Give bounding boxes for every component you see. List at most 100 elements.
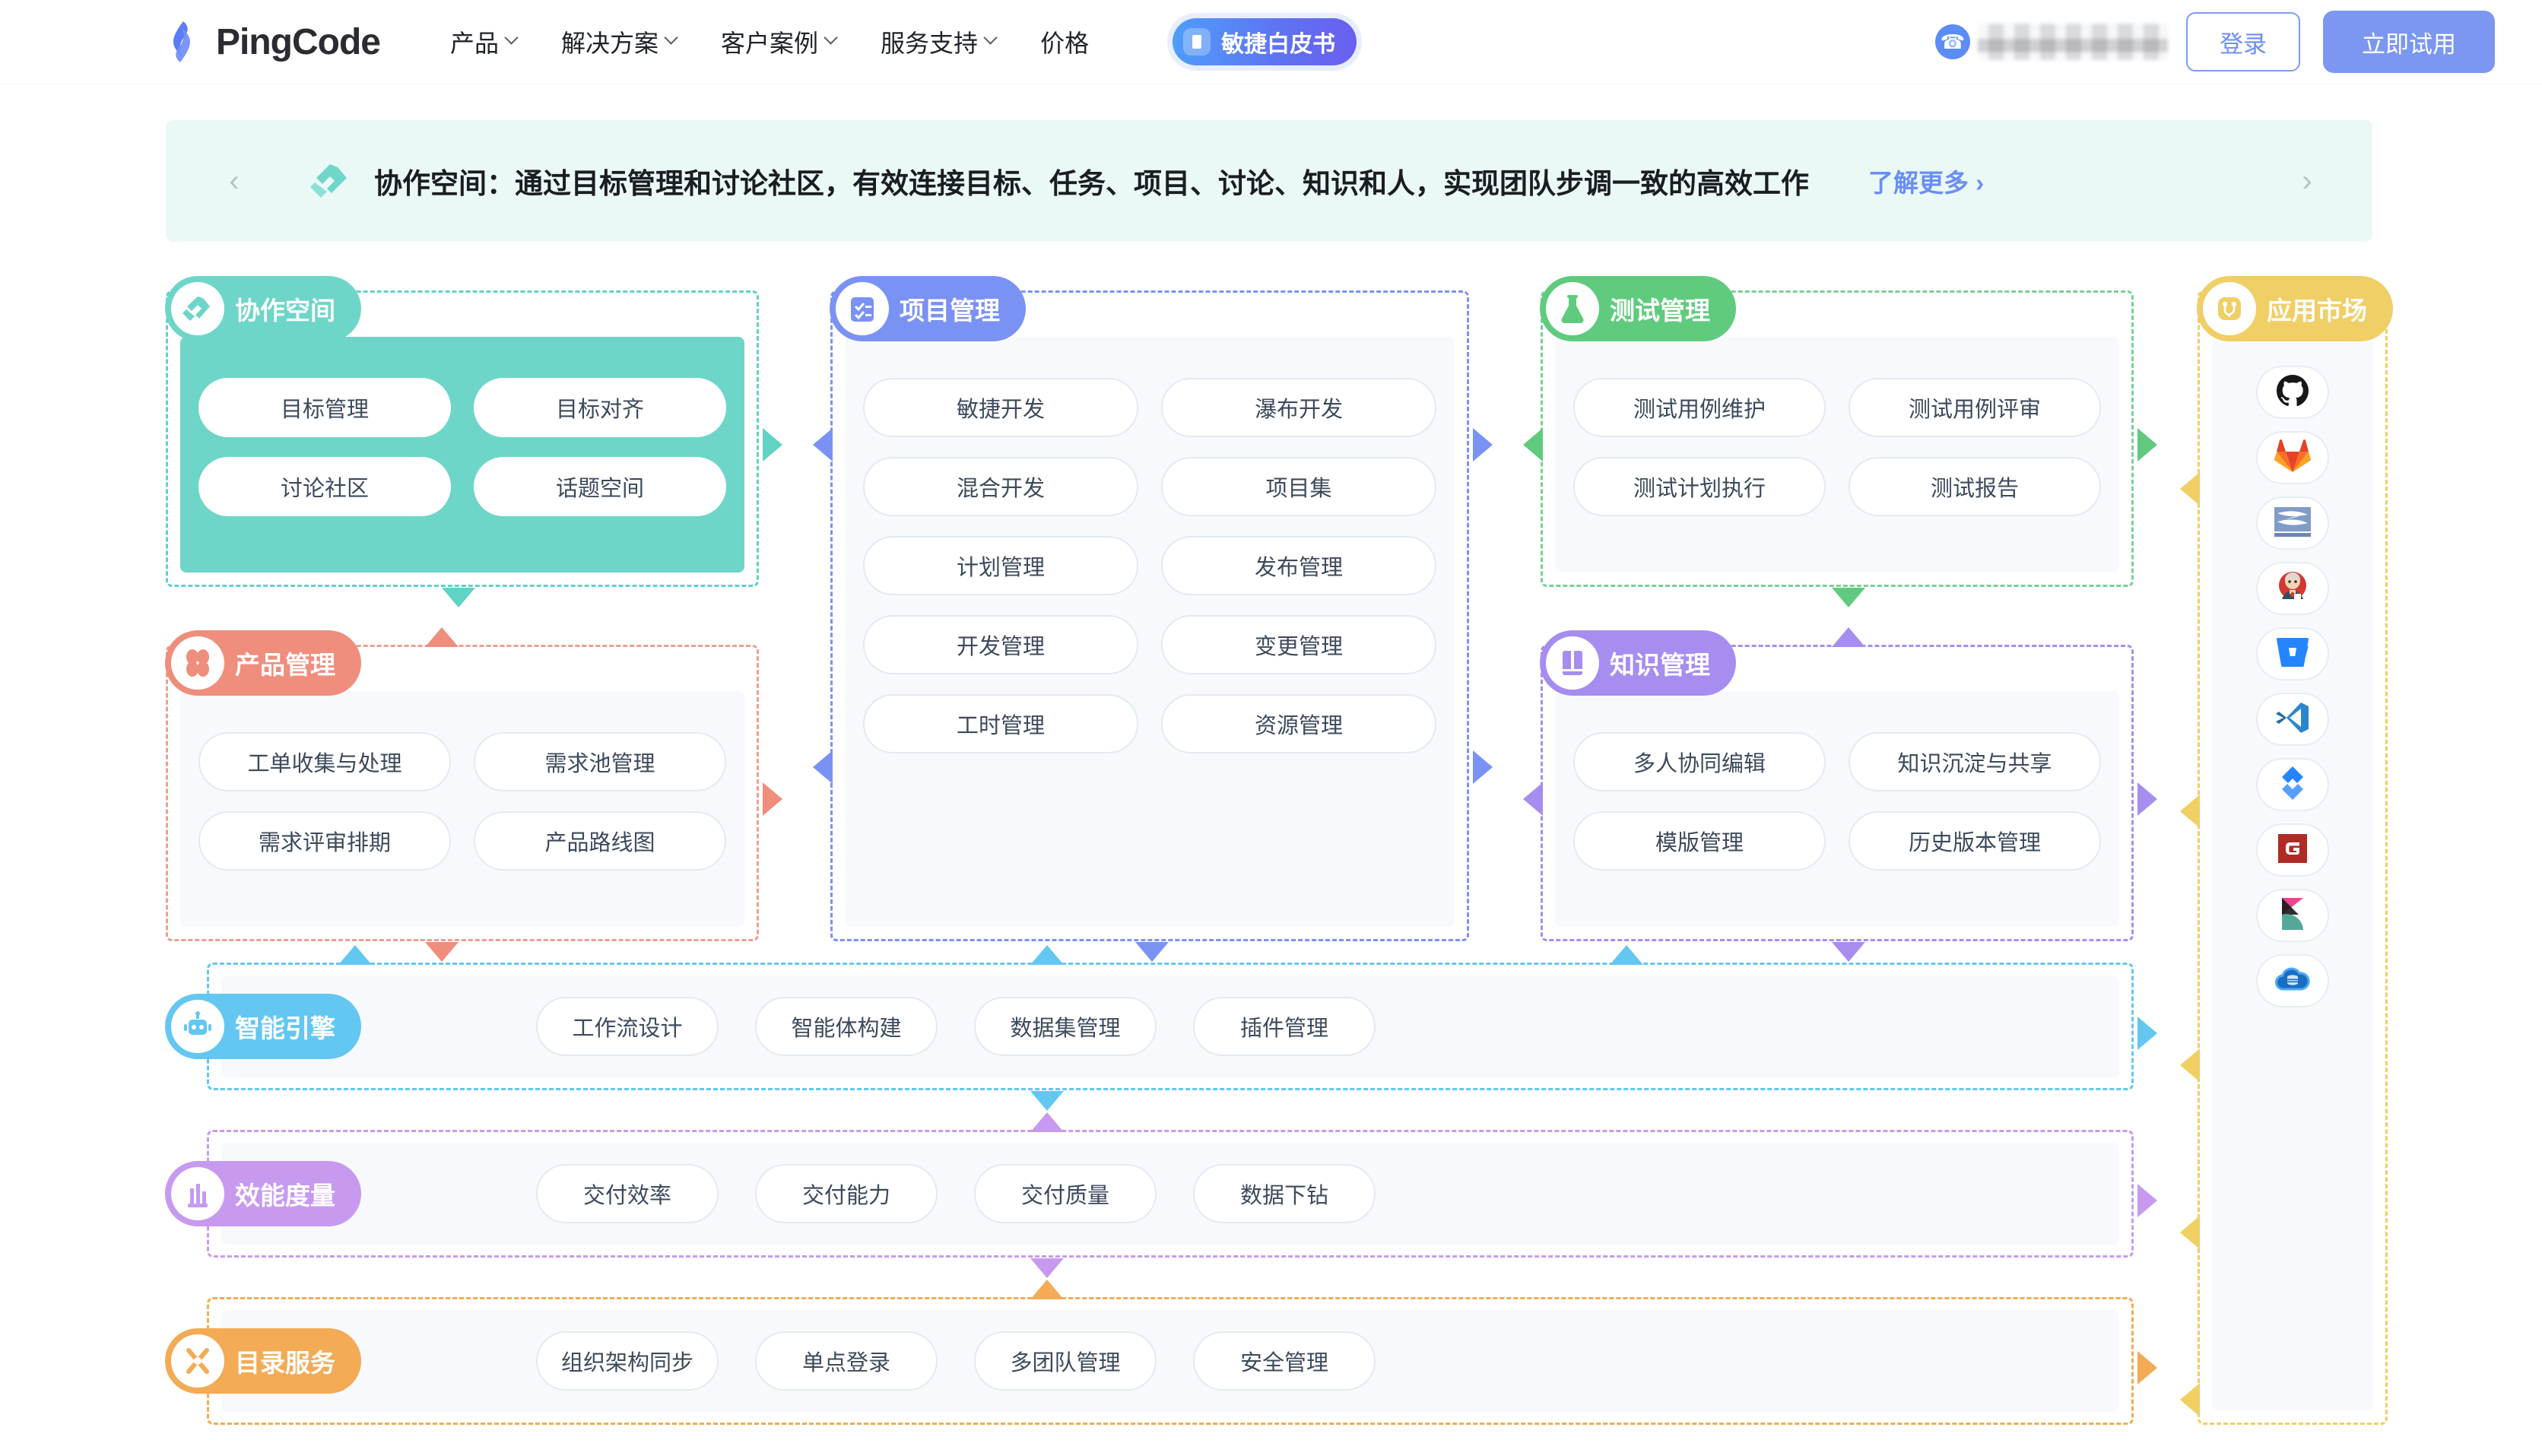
chip-ticket-collection[interactable]: 工单收集与处理 bbox=[198, 732, 451, 791]
chip-dataset-management[interactable]: 数据集管理 bbox=[974, 997, 1157, 1056]
group-tag-testing[interactable]: 测试管理 bbox=[1540, 276, 1736, 341]
chip-program[interactable]: 项目集 bbox=[1161, 457, 1436, 516]
banner-learn-more-link[interactable]: 了解更多 › bbox=[1868, 169, 1985, 197]
chip-version-history[interactable]: 历史版本管理 bbox=[1849, 811, 2101, 871]
robot-icon bbox=[171, 1000, 224, 1053]
chip-plugin-management[interactable]: 插件管理 bbox=[1193, 997, 1376, 1056]
handshake-icon bbox=[171, 282, 224, 335]
chip-testplan-execution[interactable]: 测试计划执行 bbox=[1573, 457, 1826, 516]
chip-delivery-efficiency[interactable]: 交付效率 bbox=[536, 1164, 719, 1223]
app-vscode[interactable] bbox=[2256, 693, 2329, 746]
nav-item-products[interactable]: 产品 bbox=[450, 24, 519, 59]
chip-security-management[interactable]: 安全管理 bbox=[1193, 1331, 1376, 1391]
clover-icon bbox=[171, 636, 224, 690]
nav-item-customer-cases[interactable]: 客户案例 bbox=[721, 24, 838, 59]
app-subversion[interactable] bbox=[2256, 496, 2329, 550]
chip-goal-management[interactable]: 目标管理 bbox=[198, 378, 451, 437]
chip-testcase-maintenance[interactable]: 测试用例维护 bbox=[1573, 378, 1826, 437]
app-jira[interactable] bbox=[2256, 758, 2329, 811]
logo[interactable]: PingCode bbox=[158, 18, 381, 65]
app-cloud-database[interactable] bbox=[2256, 954, 2329, 1007]
banner-content: 协作空间：通过目标管理和讨论社区，有效连接目标、任务、项目、讨论、知识和人，实现… bbox=[307, 160, 1984, 202]
row-title: 效能度量 bbox=[235, 1182, 335, 1210]
chip-release-management[interactable]: 发布管理 bbox=[1161, 536, 1436, 595]
chip-test-report[interactable]: 测试报告 bbox=[1849, 457, 2101, 516]
arrow-left-icon bbox=[2180, 1216, 2200, 1249]
group-tag-knowledge[interactable]: 知识管理 bbox=[1540, 630, 1736, 696]
chip-hybrid-dev[interactable]: 混合开发 bbox=[863, 457, 1138, 516]
app-kibana[interactable] bbox=[2256, 889, 2329, 942]
chip-sso[interactable]: 单点登录 bbox=[755, 1331, 938, 1391]
chip-goal-alignment[interactable]: 目标对齐 bbox=[474, 378, 726, 437]
chip-multi-team[interactable]: 多团队管理 bbox=[974, 1331, 1157, 1391]
chip-requirement-review[interactable]: 需求评审排期 bbox=[198, 811, 451, 871]
group-tag-project[interactable]: 项目管理 bbox=[830, 276, 1026, 341]
gitee-icon bbox=[2277, 833, 2309, 868]
chip-org-sync[interactable]: 组织架构同步 bbox=[536, 1331, 719, 1391]
chip-topic-space[interactable]: 话题空间 bbox=[474, 457, 726, 516]
chip-dev-management[interactable]: 开发管理 bbox=[863, 615, 1138, 674]
nav-label: 价格 bbox=[1040, 30, 1090, 57]
free-trial-button[interactable]: 立即试用 bbox=[2323, 11, 2495, 73]
arrow-down-icon bbox=[1832, 588, 1865, 607]
arrow-right-icon bbox=[763, 428, 782, 462]
chip-collaborative-editing[interactable]: 多人协同编辑 bbox=[1573, 732, 1826, 791]
chip-testcase-review[interactable]: 测试用例评审 bbox=[1849, 378, 2101, 437]
chip-agile-dev[interactable]: 敏捷开发 bbox=[863, 378, 1138, 437]
arrow-left-icon bbox=[813, 750, 833, 784]
chip-workflow-design[interactable]: 工作流设计 bbox=[536, 997, 719, 1056]
group-collaboration: 协作空间 目标管理 目标对齐 讨论社区 话题空间 bbox=[165, 276, 782, 607]
arrow-down-icon bbox=[1135, 942, 1169, 962]
group-tag-product[interactable]: 产品管理 bbox=[165, 630, 361, 696]
chip-template-management[interactable]: 模版管理 bbox=[1573, 811, 1826, 871]
chip-data-drilldown[interactable]: 数据下钻 bbox=[1193, 1164, 1376, 1223]
logo-text: PingCode bbox=[216, 21, 381, 62]
group-tag-collaboration[interactable]: 协作空间 bbox=[165, 276, 361, 341]
chip-delivery-capability[interactable]: 交付能力 bbox=[755, 1164, 938, 1223]
chip-discussion-community[interactable]: 讨论社区 bbox=[198, 457, 451, 516]
arrow-up-icon bbox=[1610, 945, 1643, 965]
phone-contact[interactable]: ☎ bbox=[1935, 24, 2168, 60]
chip-timesheet-management[interactable]: 工时管理 bbox=[863, 694, 1138, 753]
arrow-right-icon bbox=[2137, 428, 2157, 462]
chip-delivery-quality[interactable]: 交付质量 bbox=[974, 1164, 1157, 1223]
chip-product-roadmap[interactable]: 产品路线图 bbox=[474, 811, 726, 871]
nav-item-solutions[interactable]: 解决方案 bbox=[561, 24, 678, 59]
chip-plan-management[interactable]: 计划管理 bbox=[863, 536, 1138, 595]
chip-change-management[interactable]: 变更管理 bbox=[1161, 615, 1436, 674]
banner-prev-arrow[interactable]: ‹ bbox=[229, 163, 240, 198]
arrow-left-icon bbox=[2180, 1048, 2200, 1082]
nav-item-support[interactable]: 服务支持 bbox=[881, 24, 998, 59]
row-metrics: 效能度量 交付效率 交付能力 交付质量 数据下钻 bbox=[165, 1112, 2157, 1278]
banner-next-arrow[interactable]: › bbox=[2302, 163, 2312, 198]
chip-resource-management[interactable]: 资源管理 bbox=[1161, 694, 1436, 753]
app-github[interactable] bbox=[2256, 366, 2329, 419]
app-bitbucket[interactable] bbox=[2256, 627, 2329, 680]
app-gitlab[interactable] bbox=[2256, 431, 2329, 484]
chip-requirement-pool[interactable]: 需求池管理 bbox=[474, 732, 726, 791]
chip-waterfall-dev[interactable]: 瀑布开发 bbox=[1161, 378, 1436, 437]
chip-agent-building[interactable]: 智能体构建 bbox=[755, 997, 938, 1056]
login-button[interactable]: 登录 bbox=[2186, 12, 2300, 71]
arrow-down-icon bbox=[1030, 1258, 1064, 1278]
arrow-left-icon bbox=[2180, 1383, 2200, 1416]
row-tag-metrics[interactable]: 效能度量 bbox=[165, 1161, 361, 1226]
row-directory: 目录服务 组织架构同步 单点登录 多团队管理 安全管理 bbox=[165, 1280, 2157, 1425]
row-ai-engine: 智能引擎 工作流设计 智能体构建 数据集管理 插件管理 bbox=[165, 945, 2157, 1111]
jira-icon bbox=[2274, 765, 2311, 805]
bitbucket-icon bbox=[2274, 636, 2311, 673]
checklist-icon bbox=[836, 282, 889, 335]
group-tag-app-market[interactable]: 应用市场 bbox=[2197, 276, 2393, 341]
arrow-up-icon bbox=[1832, 627, 1865, 647]
main-nav: 产品 解决方案 客户案例 服务支持 价格 敏捷白皮书 bbox=[450, 18, 1357, 65]
row-tag-directory[interactable]: 目录服务 bbox=[165, 1328, 361, 1394]
gitlab-icon bbox=[2274, 439, 2312, 477]
nav-item-pricing[interactable]: 价格 bbox=[1040, 24, 1089, 59]
whitepaper-button[interactable]: 敏捷白皮书 bbox=[1173, 18, 1357, 65]
arrow-left-icon bbox=[1523, 782, 1543, 816]
group-project: 项目管理 敏捷开发 瀑布开发 混合开发 项目集 计划管理 发布管理 开发管理 变… bbox=[813, 276, 1493, 962]
app-gitee[interactable] bbox=[2256, 823, 2329, 877]
chip-knowledge-sharing[interactable]: 知识沉淀与共享 bbox=[1849, 732, 2101, 791]
row-tag-ai-engine[interactable]: 智能引擎 bbox=[165, 994, 361, 1059]
app-jenkins[interactable] bbox=[2256, 562, 2329, 615]
